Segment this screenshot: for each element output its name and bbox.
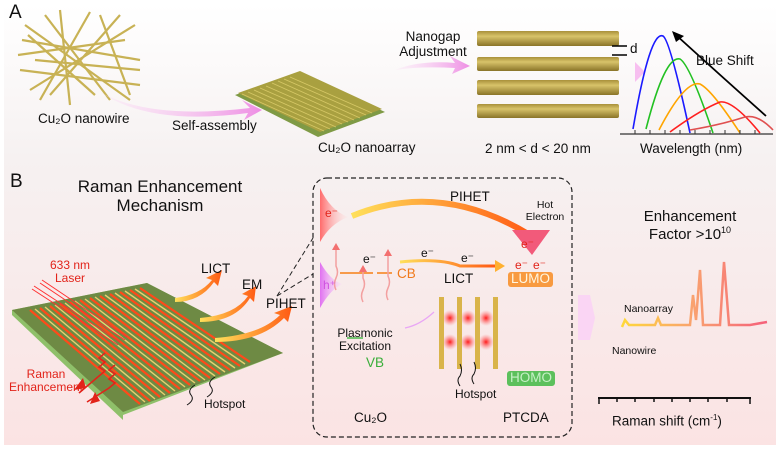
lumo-level: LUMO (508, 271, 554, 287)
raman-axis-text: Raman shift (cm (612, 413, 711, 429)
cu2o-label: Cu₂O (354, 410, 387, 425)
nanowire-label: Nanowire (612, 345, 657, 357)
nanowire-label: Cu₂O nanowire (38, 111, 130, 126)
self-assembly-label: Self-assembly (172, 118, 257, 133)
hot-line1: Hot (536, 199, 554, 211)
nanoarray-label: Cu₂O nanoarray (318, 140, 416, 155)
raman-line1: Raman (26, 367, 66, 381)
hole-label: h⁺ (323, 278, 337, 292)
blue-shift-label: Blue Shift (696, 53, 754, 68)
electron-label: e⁻ (363, 252, 377, 266)
laser-line2: Laser (54, 271, 86, 286)
hot-electron-arrow (350, 198, 532, 238)
gap-symbol: d (630, 41, 638, 56)
inset-hotspot-label: Hotspot (455, 387, 497, 401)
vb-label: VB (366, 355, 385, 370)
electron-label: e⁻ (325, 206, 339, 220)
gap-range: 2 nm < d < 20 nm (485, 141, 591, 156)
laser-beam (31, 279, 128, 346)
ef-line2: Factor >10 (648, 225, 722, 243)
panel-a-label: A (9, 2, 22, 23)
raman-axis-end: ) (717, 413, 722, 429)
raman-axis-exp: -1 (710, 413, 718, 422)
nanogap-line1: Nanogap (405, 29, 461, 44)
wavelength-axis-label: Wavelength (nm) (640, 141, 743, 156)
electron-distribution (320, 188, 348, 242)
stripe-array (29, 287, 251, 405)
electron-label: e⁻ (515, 258, 529, 272)
hotspot-rod-illustration (439, 297, 498, 369)
nanorods (477, 31, 619, 118)
title-line2: Mechanism (116, 195, 204, 215)
plasmonic-line2: Excitation (338, 339, 392, 354)
hotspot-label: Hotspot (204, 397, 246, 411)
self-assembly-arrow (100, 92, 262, 120)
laser-line1: 633 nm (49, 258, 91, 272)
blue-shift-arrow (675, 34, 767, 117)
hot-line2: Electron (525, 210, 565, 223)
nanoarray-spectrum (620, 261, 768, 328)
electron-label: e⁻ (533, 258, 547, 272)
electron-label: e⁻ (461, 251, 475, 265)
panel-b-label: B (10, 171, 23, 192)
ef-exponent: 10 (721, 224, 732, 235)
raman-line2: Enhancement (8, 380, 84, 395)
raman-shift-axis-label: Raman shift (cm-1) (612, 413, 722, 429)
inset-lict: LICT (444, 271, 474, 286)
lict-label: LICT (201, 261, 231, 276)
electron-label: e⁻ (521, 237, 535, 251)
nanowire-tangle (17, 9, 141, 106)
nanogap-line2: Adjustment (399, 43, 467, 59)
electron-label: e⁻ (421, 246, 435, 260)
plasmon-spectra (632, 34, 774, 134)
homo-level: HOMO (507, 370, 555, 386)
nanoarray-label: Nanoarray (624, 303, 674, 315)
hole-distribution (320, 262, 342, 308)
inset-pihet: PIHET (450, 189, 490, 204)
plasmonic-line1: Plasmonic (337, 326, 393, 340)
title-line1: Raman Enhancement (77, 177, 243, 196)
ef-line1: Enhancement (643, 208, 737, 225)
em-label: EM (242, 277, 263, 292)
ptcda-label: PTCDA (503, 410, 549, 425)
mechanism-inset-frame (312, 177, 573, 438)
cb-label: CB (397, 266, 416, 281)
pihet-label: PIHET (266, 296, 306, 311)
